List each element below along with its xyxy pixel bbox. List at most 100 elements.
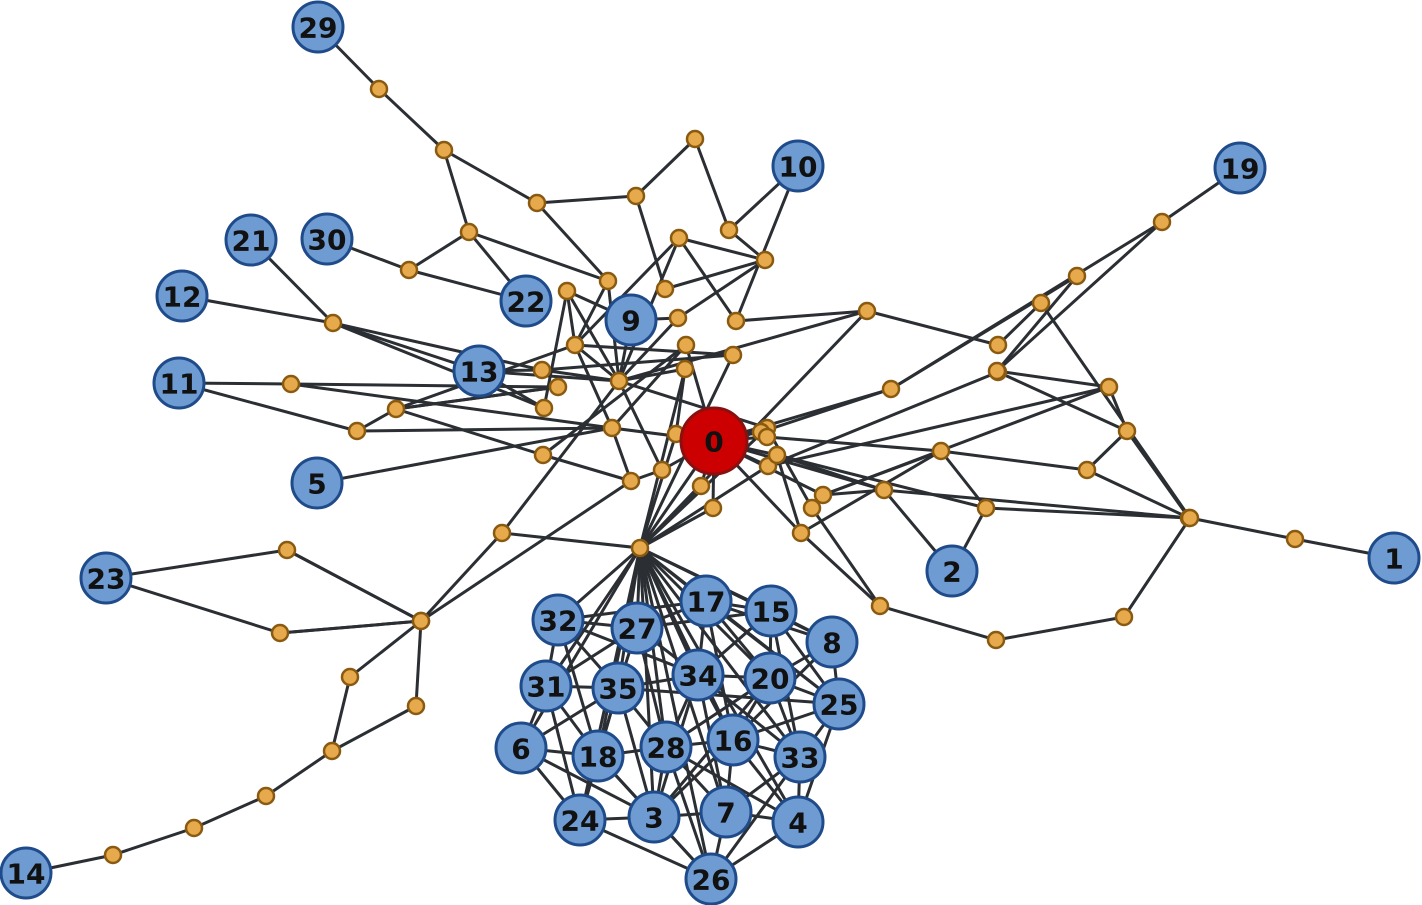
node-label: 13 [460, 356, 499, 389]
node-circle [553, 793, 607, 847]
edge-j9-j14 [677, 237, 738, 322]
edge-j22-j21 [541, 368, 620, 383]
edge-j24-j29 [395, 407, 544, 457]
node-label: 35 [599, 673, 638, 706]
node-circle [1213, 141, 1267, 195]
edge-j61-j30 [420, 479, 632, 623]
junction-dot [655, 279, 675, 299]
edge-j4-j5 [408, 230, 470, 272]
graph-node: 19 [1213, 141, 1267, 195]
node-circle [519, 659, 573, 713]
junction-dot [791, 523, 811, 543]
edge-n23-j62 [105, 548, 288, 580]
edge-n10-j14 [734, 165, 800, 322]
edge-j26-j23 [290, 382, 559, 389]
junction-dot [103, 845, 123, 865]
junction-dot [881, 379, 901, 399]
node-label: 22 [507, 286, 546, 319]
node-label: 34 [679, 660, 718, 693]
edge-j39-j57 [799, 531, 882, 608]
graph-node: 12 [155, 269, 209, 323]
junction-dot [532, 360, 552, 380]
edge-j67-j68 [265, 749, 333, 798]
edge-j29-j30 [542, 453, 632, 483]
junction-dot [669, 228, 689, 248]
graph-node: 30 [300, 212, 354, 266]
junction-dot [1285, 529, 1305, 549]
edge-j17-j19 [574, 343, 734, 357]
junction-dot [281, 374, 301, 394]
edge-n11-j27 [178, 381, 358, 433]
node-circle [812, 677, 866, 731]
junction-dot [976, 498, 996, 518]
junction-dot [340, 667, 360, 687]
graph-node: 7 [699, 785, 753, 839]
edge-j9-j17 [573, 236, 681, 347]
node-label: 29 [299, 12, 338, 45]
graph-node: 9 [604, 293, 658, 347]
junction-dot [548, 377, 568, 397]
graph-node: 11 [152, 356, 206, 410]
edge-j49-j50 [995, 220, 1164, 373]
junction-dot [755, 250, 775, 270]
graph-node: 32 [531, 593, 585, 647]
junction-dot [988, 335, 1008, 355]
node-label: 0 [704, 426, 723, 459]
junction-dot [1099, 377, 1119, 397]
edge-j_d-j42 [501, 531, 641, 550]
edge-j3-j7 [536, 194, 637, 205]
edge-j36-j45 [767, 370, 999, 468]
graph-node: 8 [805, 615, 859, 669]
junction-dot [652, 460, 672, 480]
junction-dot [184, 818, 204, 838]
edge-j58-j59 [995, 615, 1125, 642]
junction-dot [534, 398, 554, 418]
node-circle [0, 846, 53, 900]
junction-dot [1031, 293, 1051, 313]
junction-dot [675, 359, 695, 379]
node-label: 9 [621, 305, 640, 338]
edge-j17-j28 [573, 344, 614, 429]
edge-j6-j8 [693, 138, 731, 231]
junction-dot [557, 281, 577, 301]
edge-j21-j38 [618, 379, 768, 430]
graph-node: 14 [0, 846, 53, 900]
edge-j7-j11 [634, 195, 667, 290]
edge-j11-j12 [664, 258, 766, 291]
node-label: 17 [687, 586, 726, 619]
junction-dot [726, 311, 746, 331]
node-label: 2 [942, 556, 961, 589]
junction-dot [411, 611, 431, 631]
junction-dot [626, 186, 646, 206]
junction-dot [277, 540, 297, 560]
edge-j27-j28 [356, 426, 613, 433]
edge-j2-j4 [442, 149, 471, 233]
node-label: 14 [7, 858, 46, 891]
node-circle [571, 729, 625, 783]
junction-dot [1152, 212, 1172, 232]
node-circle [744, 584, 798, 638]
edge-j3-j10 [535, 201, 610, 283]
edge-j64-j66 [414, 620, 423, 707]
graph-node: 21 [224, 213, 278, 267]
node-circle [706, 713, 760, 767]
edge-j42-n16 [638, 547, 735, 741]
node-label: 16 [714, 725, 753, 758]
node-label: 1 [1384, 543, 1403, 576]
junction-dot [459, 222, 479, 242]
graph-node: 16 [706, 713, 760, 767]
junction-dot [323, 313, 343, 333]
node-circle [591, 661, 645, 715]
edge-j36-j46 [767, 385, 1110, 468]
junction-dot [256, 786, 276, 806]
edge-j37-j48 [890, 274, 1078, 391]
node-circle [671, 648, 725, 702]
node-label: 30 [308, 224, 347, 257]
edge-j29-j18 [542, 343, 687, 457]
junction-dot [668, 308, 688, 328]
edge-j15-j22 [332, 321, 543, 372]
edge-j59-j53 [1122, 517, 1192, 618]
node-label: 33 [781, 742, 820, 775]
